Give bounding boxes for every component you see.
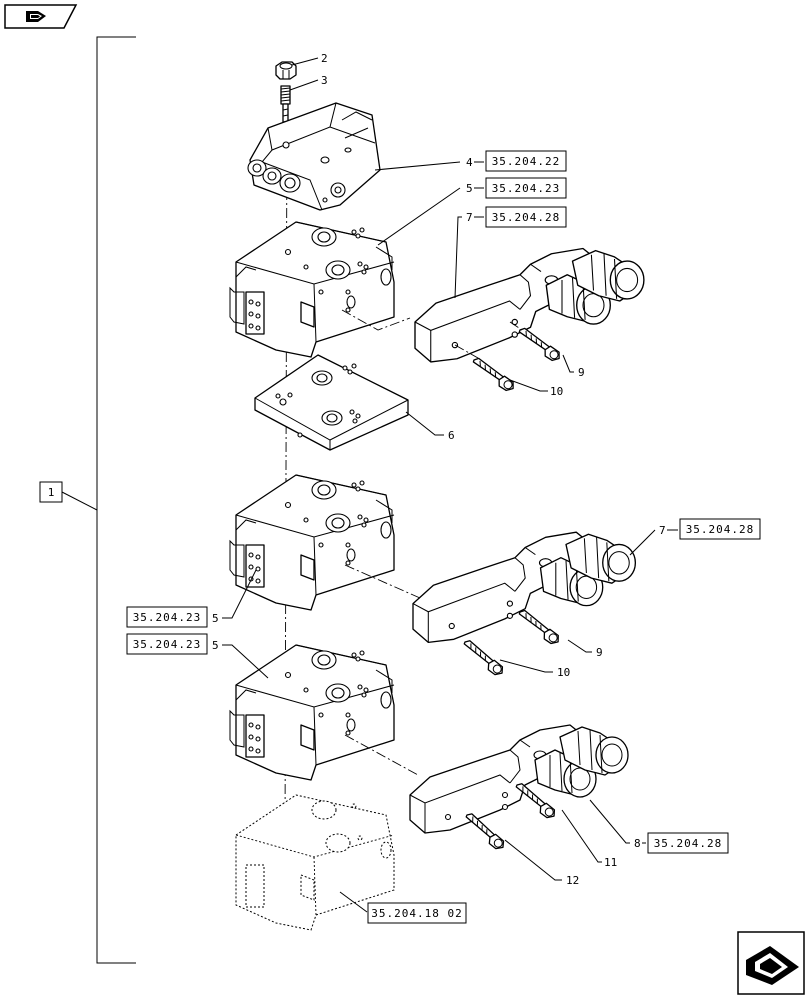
- svg-text:10: 10: [557, 666, 570, 679]
- callout-11[interactable]: 11: [561, 809, 617, 869]
- svg-text:35.204.28: 35.204.28: [492, 211, 561, 224]
- callout-5-lower[interactable]: 5 35.204.23: [126, 633, 269, 679]
- bolt-axis-9-top: [509, 321, 523, 331]
- svg-text:35.204.28: 35.204.28: [686, 523, 755, 536]
- ref-box-5-top[interactable]: [485, 177, 567, 199]
- callout-4[interactable]: 4 35.204.22: [374, 150, 567, 172]
- svg-text:7: 7: [466, 211, 473, 224]
- svg-text:6: 6: [448, 429, 455, 442]
- callout-9-middle[interactable]: 9: [567, 639, 603, 659]
- callout-5-top[interactable]: 5 35.204.23: [377, 177, 567, 246]
- bolt-part-9-middle: [512, 608, 565, 647]
- svg-text:35.204.23: 35.204.23: [492, 182, 561, 195]
- coupler-block-part-7-top: [414, 247, 645, 363]
- svg-text:35.204.23: 35.204.23: [133, 611, 202, 624]
- reference-valve-section-ghost: [235, 794, 395, 931]
- svg-text:5: 5: [212, 612, 219, 625]
- ref-box-4[interactable]: [485, 150, 567, 172]
- valve-section-part-5-middle: [229, 474, 395, 611]
- spacer-plate-part-6: [254, 354, 409, 451]
- ref-box-8[interactable]: [647, 832, 729, 854]
- coupler-block-part-8: [409, 724, 629, 834]
- callout-10-middle[interactable]: 10: [499, 659, 570, 679]
- callout-1-label: 1: [48, 486, 55, 499]
- ref-box-ghost[interactable]: [367, 902, 467, 924]
- assembly-bracket: [61, 36, 136, 964]
- svg-text:4: 4: [466, 156, 473, 169]
- svg-text:35.204.28: 35.204.28: [654, 837, 723, 850]
- svg-text:5: 5: [212, 639, 219, 652]
- bolt-part-12: [458, 811, 511, 852]
- callout-10-top[interactable]: 10: [509, 379, 563, 398]
- svg-text:10: 10: [550, 385, 563, 398]
- hand-pointing-left-icon: [26, 11, 46, 22]
- bolt-part-9-top: [513, 326, 566, 363]
- bolt-axis-10-top: [454, 344, 479, 359]
- callout-6[interactable]: 6: [405, 411, 455, 442]
- next-button[interactable]: [737, 931, 805, 995]
- svg-text:11: 11: [604, 856, 617, 869]
- callout-box-1[interactable]: 1: [39, 481, 63, 503]
- svg-text:35.204.22: 35.204.22: [492, 155, 561, 168]
- svg-text:9: 9: [578, 366, 585, 379]
- valve-to-coupler-centerline-lower: [344, 734, 419, 776]
- callout-7-middle[interactable]: 7 35.204.28: [629, 518, 761, 556]
- svg-text:7: 7: [659, 524, 666, 537]
- bolt-part-10-top: [467, 356, 520, 393]
- svg-text:8: 8: [634, 837, 641, 850]
- hand-pointing-right-icon: [746, 946, 799, 985]
- back-button[interactable]: [4, 4, 78, 29]
- callout-7-top[interactable]: 7 35.204.28: [454, 206, 567, 299]
- nut-part-2: [275, 61, 297, 80]
- svg-text:3: 3: [321, 74, 328, 87]
- ref-box-5-middle[interactable]: [126, 606, 208, 628]
- ref-box-7-middle[interactable]: [679, 518, 761, 540]
- callout-3[interactable]: 3: [289, 74, 328, 91]
- callout-9-top[interactable]: 9: [562, 354, 585, 379]
- svg-text:2: 2: [321, 52, 328, 65]
- svg-text:35.204.23: 35.204.23: [133, 638, 202, 651]
- svg-text:12: 12: [566, 874, 579, 887]
- ref-box-5-lower[interactable]: [126, 633, 208, 655]
- svg-text:5: 5: [466, 182, 473, 195]
- callout-5-middle[interactable]: 5 35.204.23: [126, 569, 257, 628]
- end-cover-part-4: [247, 102, 381, 211]
- svg-text:9: 9: [596, 646, 603, 659]
- bolt-part-10-middle: [457, 638, 510, 678]
- valve-to-coupler-centerline-top: [341, 309, 411, 331]
- svg-text:35.204.18 02: 35.204.18 02: [371, 907, 462, 920]
- ref-box-7-top[interactable]: [485, 206, 567, 228]
- callout-reference-ghost[interactable]: 35.204.18 02: [339, 891, 467, 924]
- coupler-block-part-7-middle: [412, 531, 637, 644]
- valve-to-coupler-centerline-middle: [344, 564, 421, 599]
- callout-2[interactable]: 2: [291, 52, 328, 66]
- callout-12[interactable]: 12: [504, 839, 579, 887]
- callout-8[interactable]: 8 35.204.28: [589, 799, 729, 854]
- valve-section-part-5-top: [229, 221, 395, 358]
